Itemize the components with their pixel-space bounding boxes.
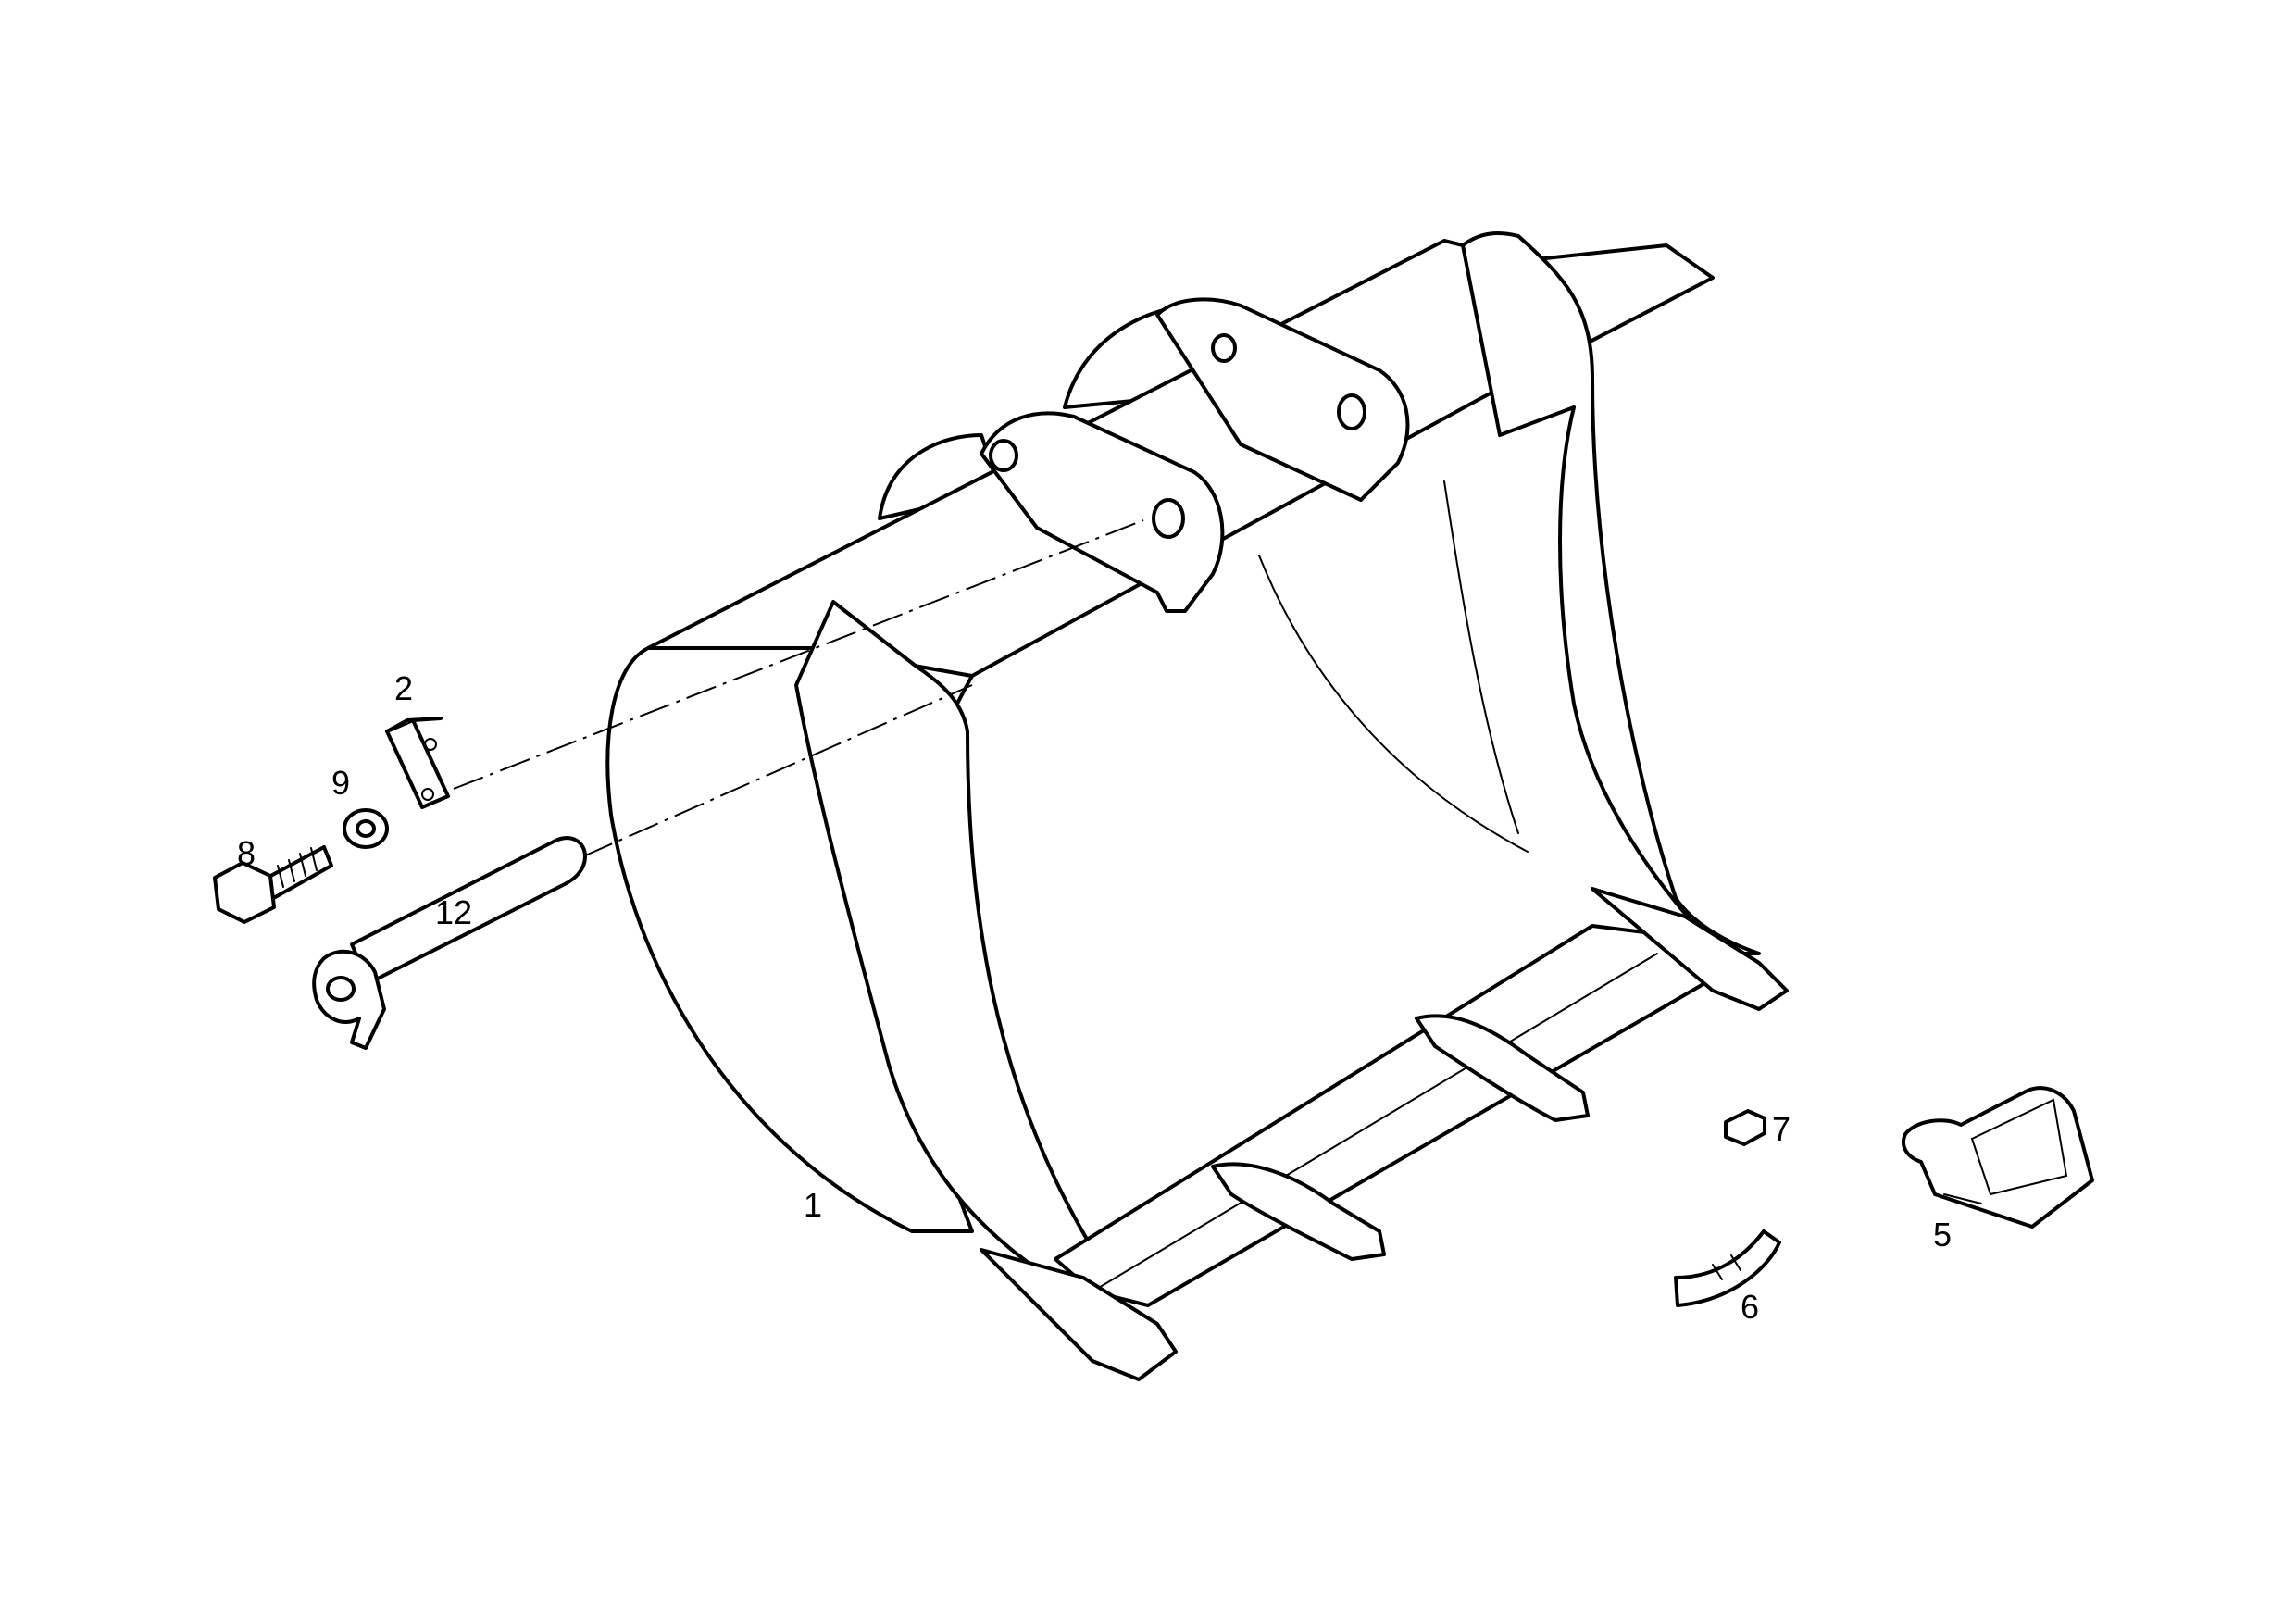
bolt [213, 845, 333, 924]
callout-12: 12 [435, 893, 472, 931]
mount-lug-front [980, 411, 1225, 613]
retainer [1674, 1229, 1781, 1307]
bucket-teeth [980, 887, 1789, 1381]
callout-9: 9 [331, 764, 350, 802]
assembly-line-lower [582, 684, 973, 857]
assembly-line-upper [453, 519, 1144, 790]
callout-1: 1 [804, 1186, 822, 1224]
callout-2: 2 [394, 669, 413, 707]
callout-6: 6 [1741, 1288, 1759, 1326]
tooth-right-corner [1591, 887, 1789, 1011]
pin [312, 836, 587, 1050]
callout-5: 5 [1933, 1216, 1952, 1254]
callout-7: 7 [1772, 1110, 1791, 1148]
tooth-middle-left [1211, 1162, 1386, 1261]
bucket [605, 231, 1789, 1381]
washer [343, 808, 389, 849]
lock [1724, 1109, 1766, 1146]
locking-plate [385, 717, 450, 809]
callout-8: 8 [237, 834, 256, 872]
bucket-side-right [1461, 231, 1761, 955]
tooth-adapter [1902, 1086, 2094, 1229]
tooth-left-corner [980, 1248, 1178, 1381]
tooth-middle-right [1415, 1014, 1590, 1122]
